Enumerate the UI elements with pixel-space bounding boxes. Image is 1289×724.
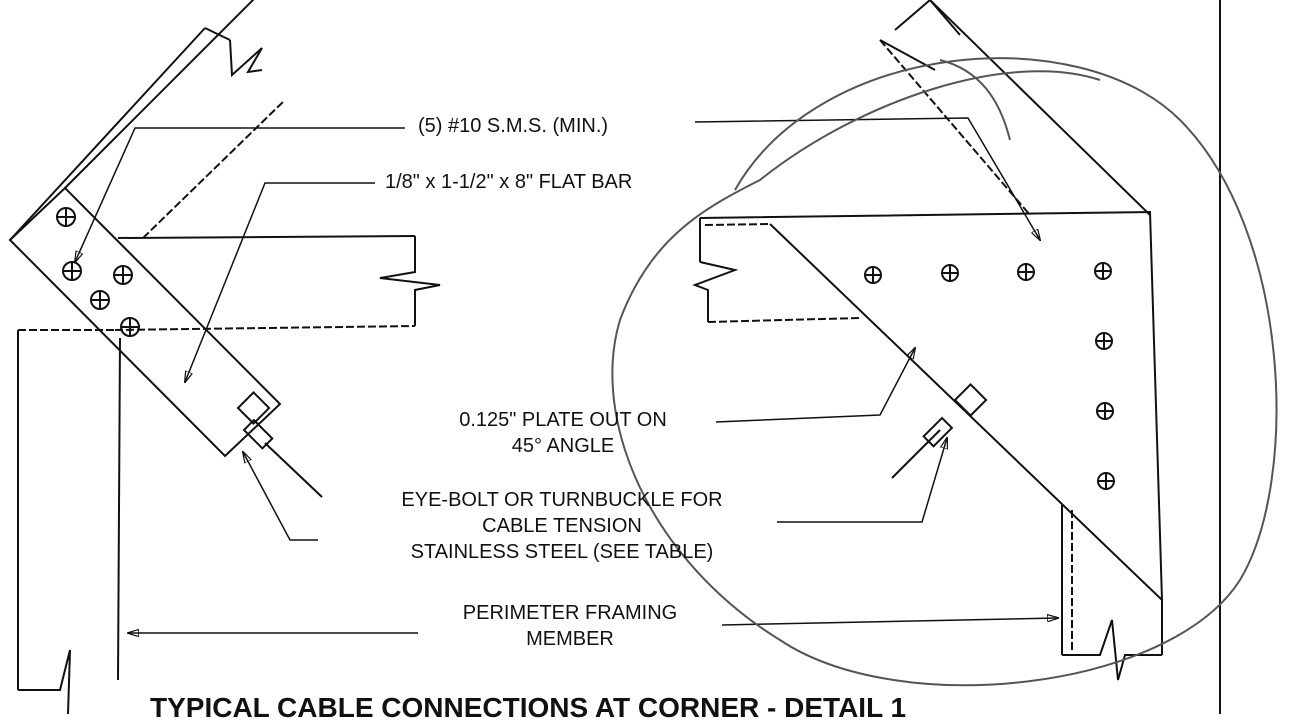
perimeter-label: PERIMETER FRAMING MEMBER (415, 603, 725, 649)
eye-bolt-label-line3: STAINLESS STEEL (SEE TABLE) (410, 541, 714, 563)
right-horizontal-member (692, 218, 861, 323)
left-eye-bolt (236, 391, 323, 498)
eye-bolt-label: EYE-BOLT OR TURNBUCKLE FOR CABLE TENSION… (352, 490, 772, 562)
left-horizontal-member (114, 235, 441, 331)
perimeter-label-line2: MEMBER (526, 628, 614, 650)
perimeter-label-line1: PERIMETER FRAMING (462, 602, 678, 624)
detail-title: TYPICAL CABLE CONNECTIONS AT CORNER - DE… (150, 692, 907, 723)
right-diagonal-member (879, 0, 1151, 216)
left-screws (56, 207, 140, 337)
left-diagonal-member (9, 0, 286, 241)
flat-bar-label: 1/8" x 1-1/2" x 8" FLAT BAR (385, 171, 633, 193)
leader-lines (75, 117, 1058, 633)
eye-bolt-label-line2: CABLE TENSION (482, 515, 642, 537)
left-flat-bar (8, 186, 282, 458)
eye-bolt-label-line1: EYE-BOLT OR TURNBUCKLE FOR (401, 489, 723, 511)
right-screws (864, 262, 1115, 490)
left-vertical-member (17, 329, 121, 714)
sms-label: (5) #10 S.M.S. (MIN.) (418, 115, 609, 137)
right-eye-bolt (891, 383, 988, 479)
plate-label: 0.125" PLATE OUT ON 45° ANGLE (418, 410, 708, 456)
plate-label-line1: 0.125" PLATE OUT ON (459, 409, 667, 431)
plate-label-line2: 45° ANGLE (511, 435, 615, 457)
pencil-circle-mark (611, 57, 1278, 687)
right-vertical-member (1061, 505, 1163, 681)
